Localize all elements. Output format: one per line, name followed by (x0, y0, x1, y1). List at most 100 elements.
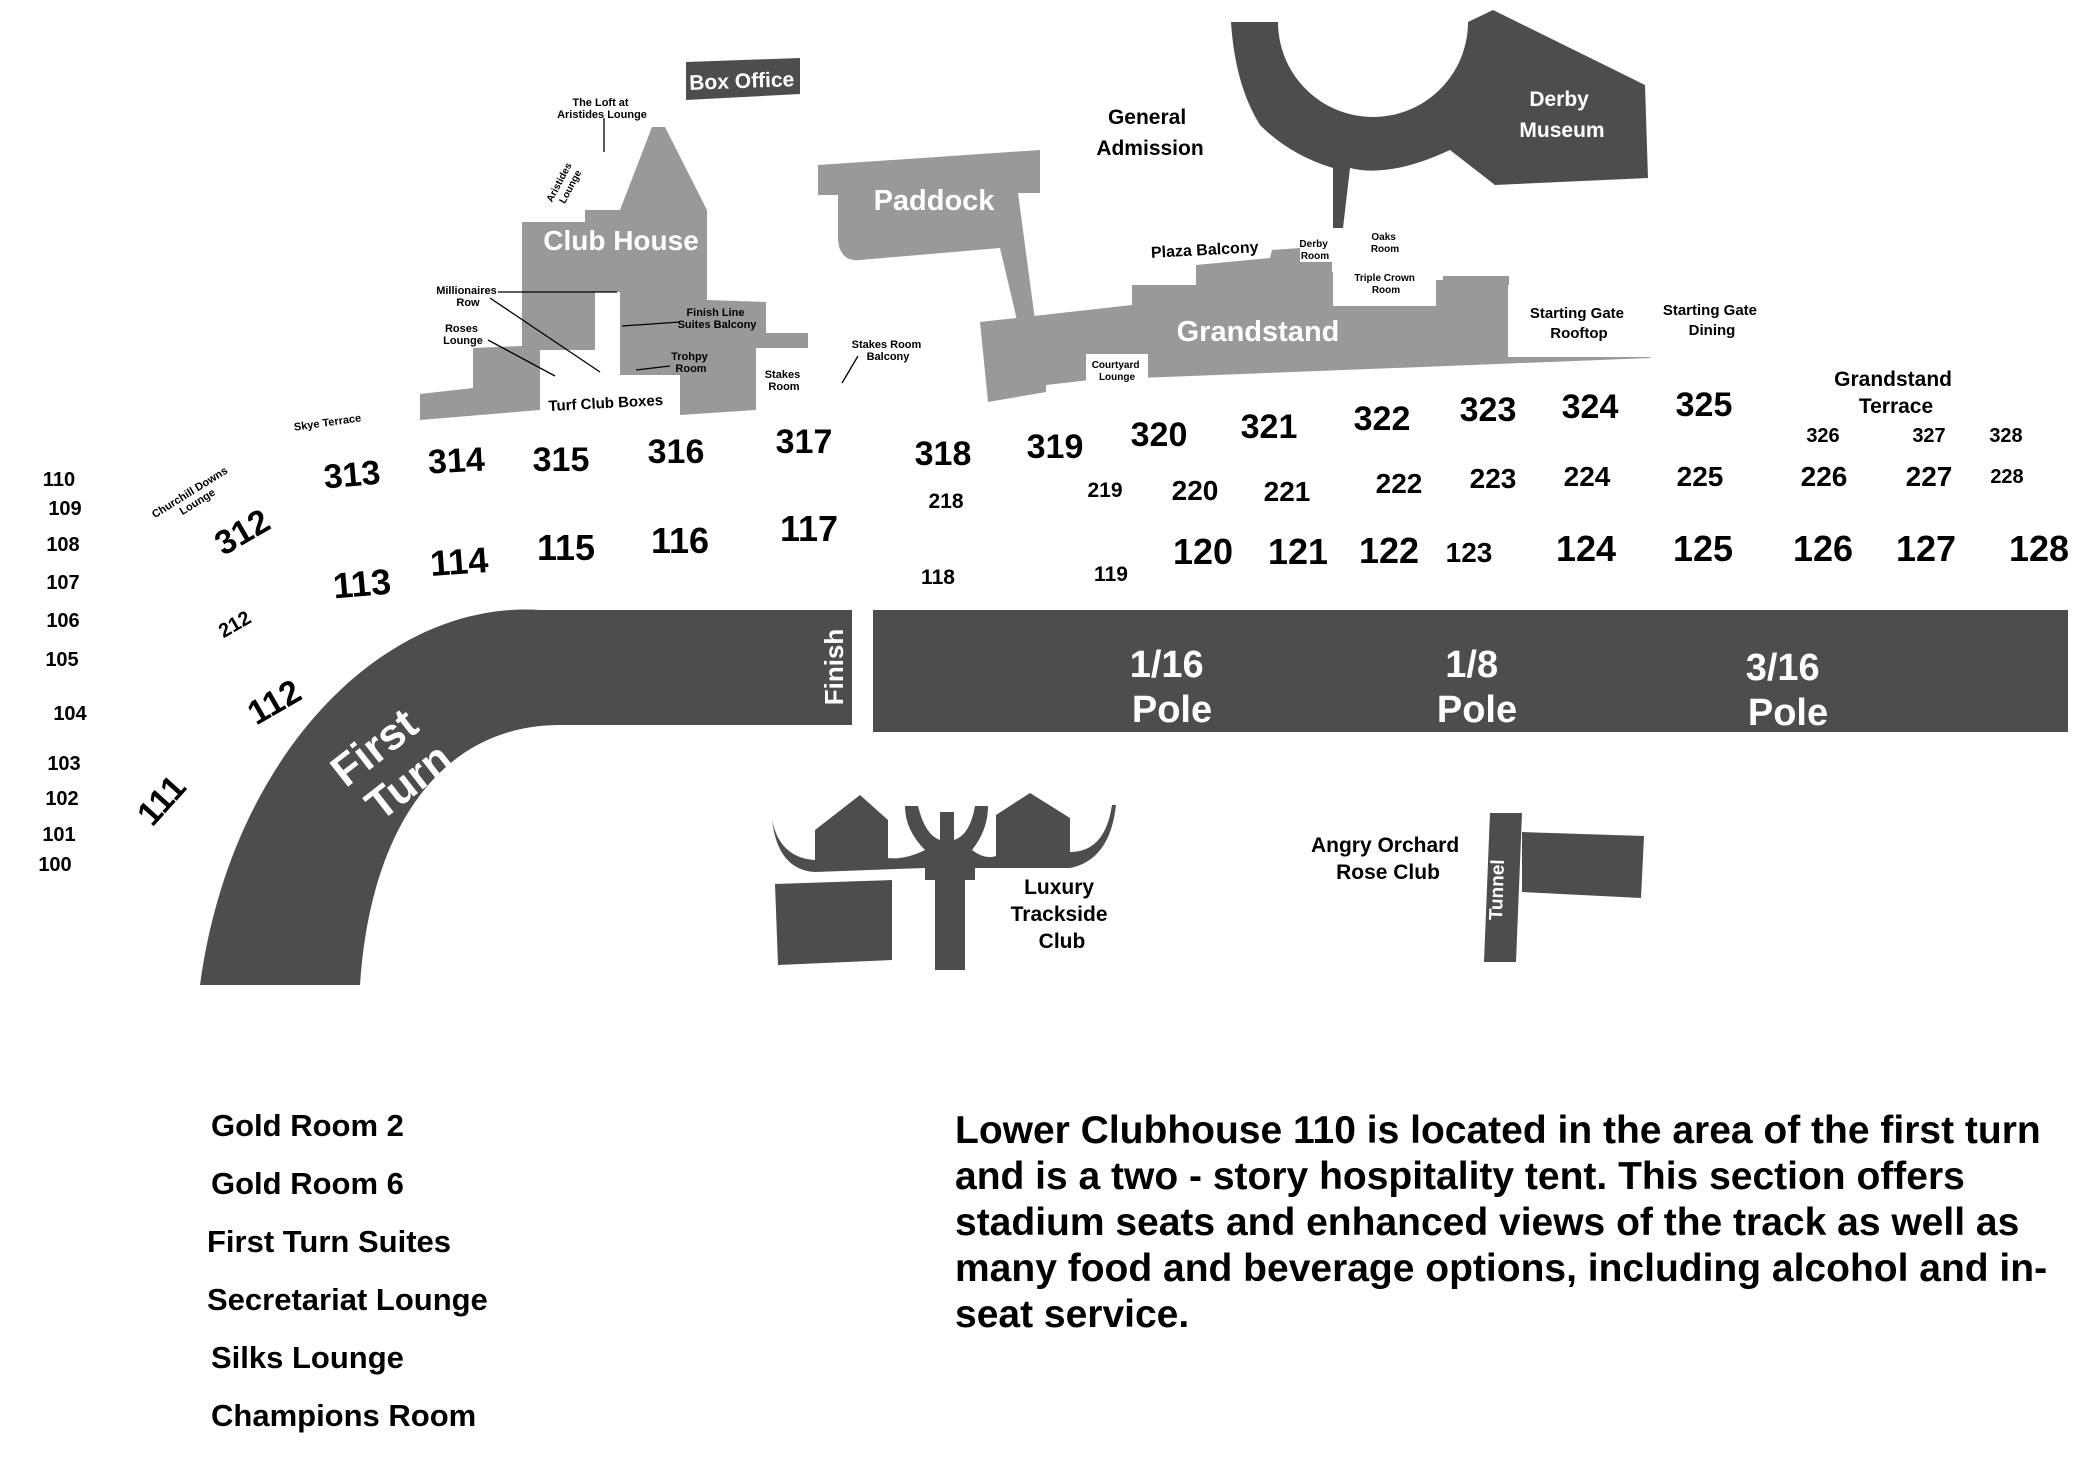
section-125[interactable]: 125 (1673, 528, 1733, 569)
section-212[interactable]: 212 (215, 607, 255, 643)
section-322[interactable]: 322 (1354, 400, 1411, 438)
section-313[interactable]: 313 (322, 454, 382, 497)
section-325[interactable]: 325 (1676, 386, 1733, 424)
section-122[interactable]: 122 (1359, 530, 1419, 571)
section-116[interactable]: 116 (651, 520, 709, 561)
angry-orchard-shape[interactable] (1522, 832, 1644, 898)
paddock-shape[interactable] (818, 150, 1040, 320)
section-221[interactable]: 221 (1264, 476, 1311, 507)
section-117[interactable]: 117 (780, 508, 838, 549)
section-312[interactable]: 312 (208, 502, 276, 563)
section-224[interactable]: 224 (1564, 461, 1611, 492)
main-stretch-track[interactable] (873, 610, 2068, 732)
turf-club-boxes-label: Turf Club Boxes (548, 392, 663, 415)
section-121[interactable]: 121 (1268, 531, 1328, 572)
trackside-club-block[interactable] (775, 880, 892, 965)
legend-gold-room-2[interactable]: Gold Room 2 (211, 1108, 404, 1143)
loft-label: The Loft at Aristides Lounge (557, 97, 647, 121)
section-326[interactable]: 326 (1806, 425, 1839, 447)
section-318[interactable]: 318 (915, 435, 972, 473)
section-100[interactable]: 100 (38, 854, 71, 876)
legend-silks-lounge[interactable]: Silks Lounge (211, 1340, 404, 1375)
section-222[interactable]: 222 (1376, 468, 1423, 499)
section-317[interactable]: 317 (776, 423, 833, 461)
plaza-balcony-label: Plaza Balcony (1151, 239, 1259, 262)
legend-champions-room[interactable]: Champions Room (211, 1398, 477, 1433)
section-220[interactable]: 220 (1172, 475, 1219, 506)
derby-room-label: Derby Room (1299, 239, 1330, 262)
club-house-label: Club House (543, 225, 699, 256)
section-223[interactable]: 223 (1470, 463, 1517, 494)
section-319[interactable]: 319 (1027, 428, 1084, 466)
section-328[interactable]: 328 (1989, 425, 2022, 447)
section-111[interactable]: 111 (130, 768, 194, 833)
section-228[interactable]: 228 (1990, 466, 2023, 488)
section-104[interactable]: 104 (53, 703, 87, 725)
section-316[interactable]: 316 (648, 433, 705, 471)
section-114[interactable]: 114 (429, 539, 490, 584)
section-327[interactable]: 327 (1912, 425, 1945, 447)
section-226[interactable]: 226 (1801, 461, 1848, 492)
section-description: Lower Clubhouse 110 is located in the ar… (955, 1109, 2048, 1336)
section-314[interactable]: 314 (427, 441, 486, 482)
box-office-label: Box Office (689, 68, 795, 95)
section-106[interactable]: 106 (46, 610, 79, 632)
section-324[interactable]: 324 (1562, 388, 1619, 426)
derby-museum-shape[interactable] (1231, 10, 1648, 228)
roses-lounge-label: Roses Lounge (443, 323, 483, 347)
section-113[interactable]: 113 (331, 561, 392, 607)
luxury-trackside-club-label: Luxury Trackside Club (1011, 876, 1114, 953)
trophy-room-label: Trohpy Room (671, 351, 711, 375)
section-120[interactable]: 120 (1173, 531, 1233, 572)
pole-1-16-label: 1/16 Pole (1130, 644, 1215, 731)
legend-first-turn-suites[interactable]: First Turn Suites (207, 1224, 452, 1259)
courtyard-lounge-box[interactable] (1086, 354, 1148, 390)
tunnel-label: Tunnel (1486, 859, 1509, 921)
starting-gate-rooftop-box[interactable] (1508, 285, 1650, 357)
section-225[interactable]: 225 (1677, 461, 1724, 492)
section-128[interactable]: 128 (2009, 528, 2069, 569)
section-110[interactable]: 110 (43, 469, 75, 491)
section-102[interactable]: 102 (45, 788, 78, 810)
triple-crown-room-box[interactable] (1333, 268, 1436, 306)
section-112[interactable]: 112 (241, 672, 308, 732)
section-109[interactable]: 109 (48, 498, 81, 520)
section-323[interactable]: 323 (1460, 391, 1517, 429)
sections-left-column: 110 109 108 107 106 105 104 103 102 101 … (38, 469, 87, 876)
section-118[interactable]: 118 (921, 566, 955, 589)
club-house-shape[interactable] (420, 127, 808, 420)
section-127[interactable]: 127 (1896, 528, 1956, 569)
aristides-lounge-label: Aristides Lounge (545, 159, 587, 210)
starting-gate-rooftop-label: Starting Gate Rooftop (1530, 305, 1628, 342)
stakes-room-balcony-label: Stakes Room Balcony (852, 339, 925, 363)
legend-gold-room-6[interactable]: Gold Room 6 (211, 1166, 404, 1201)
box-office-shape[interactable] (686, 58, 800, 100)
first-turn-track[interactable] (200, 609, 840, 985)
section-115[interactable]: 115 (537, 527, 595, 568)
section-124[interactable]: 124 (1556, 528, 1616, 569)
section-108[interactable]: 108 (46, 534, 79, 556)
legend-secretariat-lounge[interactable]: Secretariat Lounge (207, 1282, 488, 1317)
section-105[interactable]: 105 (45, 649, 78, 671)
tunnel-shape[interactable] (1484, 813, 1522, 962)
section-119[interactable]: 119 (1094, 563, 1128, 586)
section-227[interactable]: 227 (1906, 461, 1953, 492)
section-218[interactable]: 218 (928, 490, 963, 513)
section-320[interactable]: 320 (1131, 416, 1188, 454)
section-107[interactable]: 107 (46, 572, 79, 594)
general-admission-label: General Admission (1096, 106, 1203, 160)
pole-3-16-label: 3/16 Pole (1746, 647, 1831, 734)
section-103[interactable]: 103 (47, 753, 80, 775)
section-219[interactable]: 219 (1087, 479, 1122, 502)
section-321[interactable]: 321 (1241, 408, 1298, 446)
skye-terrace-label: Skye Terrace (293, 412, 362, 433)
section-101[interactable]: 101 (42, 824, 75, 846)
finish-strip[interactable] (812, 610, 852, 725)
section-315[interactable]: 315 (533, 441, 590, 479)
section-123[interactable]: 123 (1446, 537, 1493, 568)
finish-label: Finish (819, 629, 849, 706)
trackside-club-shape[interactable] (772, 793, 1116, 970)
section-126[interactable]: 126 (1793, 528, 1853, 569)
angry-orchard-label: Angry Orchard Rose Club (1311, 834, 1465, 884)
